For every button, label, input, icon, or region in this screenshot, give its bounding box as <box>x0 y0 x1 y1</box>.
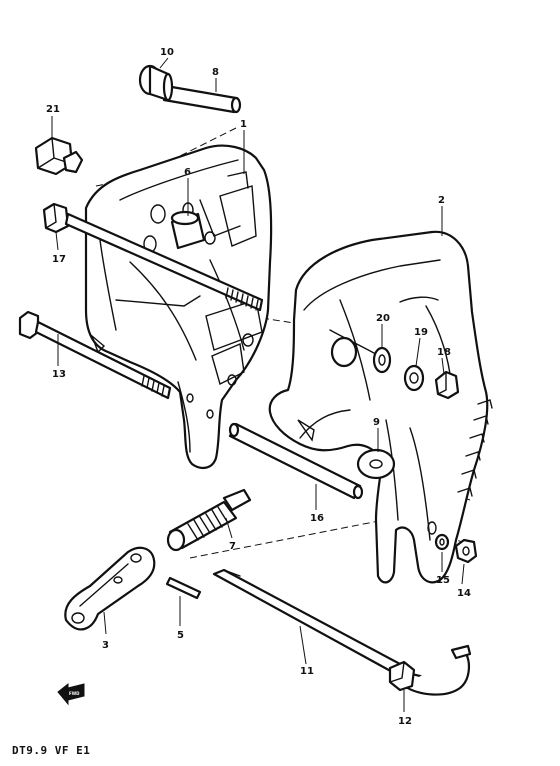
bushing-part-6 <box>170 210 216 250</box>
thread-13 <box>141 375 165 397</box>
tilt-rod-part-11 <box>212 568 472 696</box>
washer-part-9 <box>356 448 396 480</box>
pin-part-5 <box>165 576 202 600</box>
callout-3: 3 <box>102 640 109 651</box>
nut-part-18 <box>434 370 460 400</box>
forward-arrow-label: FWD <box>69 691 80 696</box>
callout-11: 11 <box>300 666 314 677</box>
thread-17 <box>225 287 259 311</box>
bushing-part-20 <box>372 346 392 374</box>
callout-6: 6 <box>184 167 191 178</box>
callout-13: 13 <box>52 369 66 380</box>
callout-17: 17 <box>52 254 66 265</box>
callout-10: 10 <box>160 47 174 58</box>
thread-7 <box>187 506 229 541</box>
stern-bracket-left <box>84 144 273 470</box>
washer-part-15 <box>434 533 450 551</box>
callout-19: 19 <box>414 327 428 338</box>
nut-part-21 <box>34 136 84 176</box>
callout-labels: 1 2 3 5 6 7 8 9 10 11 12 13 14 15 16 17 … <box>46 47 471 727</box>
callout-14: 14 <box>457 588 471 599</box>
washer-part-19 <box>403 364 425 392</box>
callout-leaders <box>51 57 465 712</box>
callout-2: 2 <box>438 195 445 206</box>
screw-part-7 <box>166 488 252 552</box>
callout-16: 16 <box>310 513 324 524</box>
callout-12: 12 <box>398 716 412 727</box>
swivel-bracket-right <box>268 230 493 584</box>
callout-1: 1 <box>240 119 247 130</box>
callout-21: 21 <box>46 104 60 115</box>
callout-5: 5 <box>177 630 184 641</box>
diagram-caption: DT9.9 VF E1 <box>12 744 91 757</box>
callout-18: 18 <box>437 347 451 358</box>
nut-part-14 <box>454 538 478 564</box>
callout-7: 7 <box>229 541 236 552</box>
forward-arrow-icon: FWD <box>57 682 85 706</box>
tilt-pin-teeth <box>457 399 493 497</box>
bolt-part-13 <box>18 310 172 400</box>
rod-part-16 <box>228 422 364 500</box>
callout-8: 8 <box>212 67 219 78</box>
callout-15: 15 <box>436 575 450 586</box>
callout-20: 20 <box>376 313 390 324</box>
bolt-part-17 <box>42 202 264 312</box>
lever-part-3 <box>64 546 156 631</box>
pin-part-8 <box>162 84 242 114</box>
nut-part-12 <box>388 660 416 692</box>
callout-9: 9 <box>373 417 380 428</box>
pin-head-part-10 <box>138 64 174 102</box>
